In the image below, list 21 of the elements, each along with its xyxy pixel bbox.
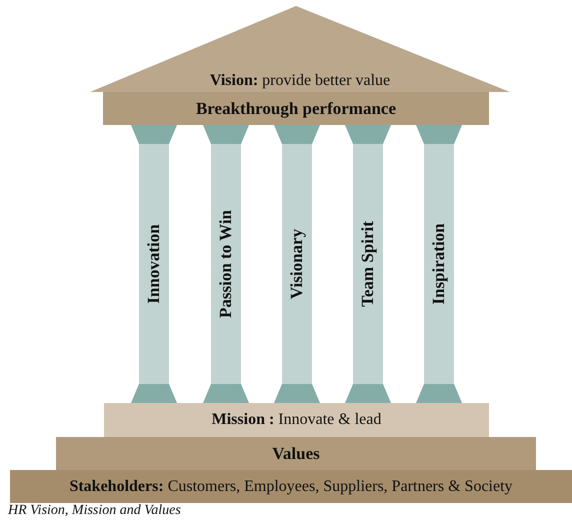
beam-panel: [103, 92, 489, 125]
caption: HR Vision, Mission and Values: [8, 503, 181, 519]
roof-panel: [90, 6, 510, 92]
pillar: [345, 125, 391, 403]
pillar-label: Inspiration: [429, 223, 449, 305]
panel-text: Values: [272, 444, 320, 464]
panel-text: Breakthrough performance: [196, 98, 396, 118]
pillar-label: Team Spirit: [358, 221, 378, 307]
pillar-label: Visionary: [287, 228, 307, 300]
pillar: [131, 125, 177, 403]
panel-text: Mission : Innovate & lead: [212, 411, 382, 429]
values-panel: [56, 437, 536, 470]
foundation-panel: [10, 470, 572, 503]
pillar-label: Innovation: [144, 224, 164, 304]
pillar: [416, 125, 462, 403]
vision-text: Vision: provide better value: [210, 72, 390, 90]
pillar-label: Passion to Win: [216, 210, 236, 318]
panel-text: Stakeholders: Customers, Employees, Suppliers, Partners & Society: [69, 478, 513, 496]
mission-panel: [104, 403, 489, 437]
pillar: [203, 125, 249, 403]
pillar: [274, 125, 320, 403]
